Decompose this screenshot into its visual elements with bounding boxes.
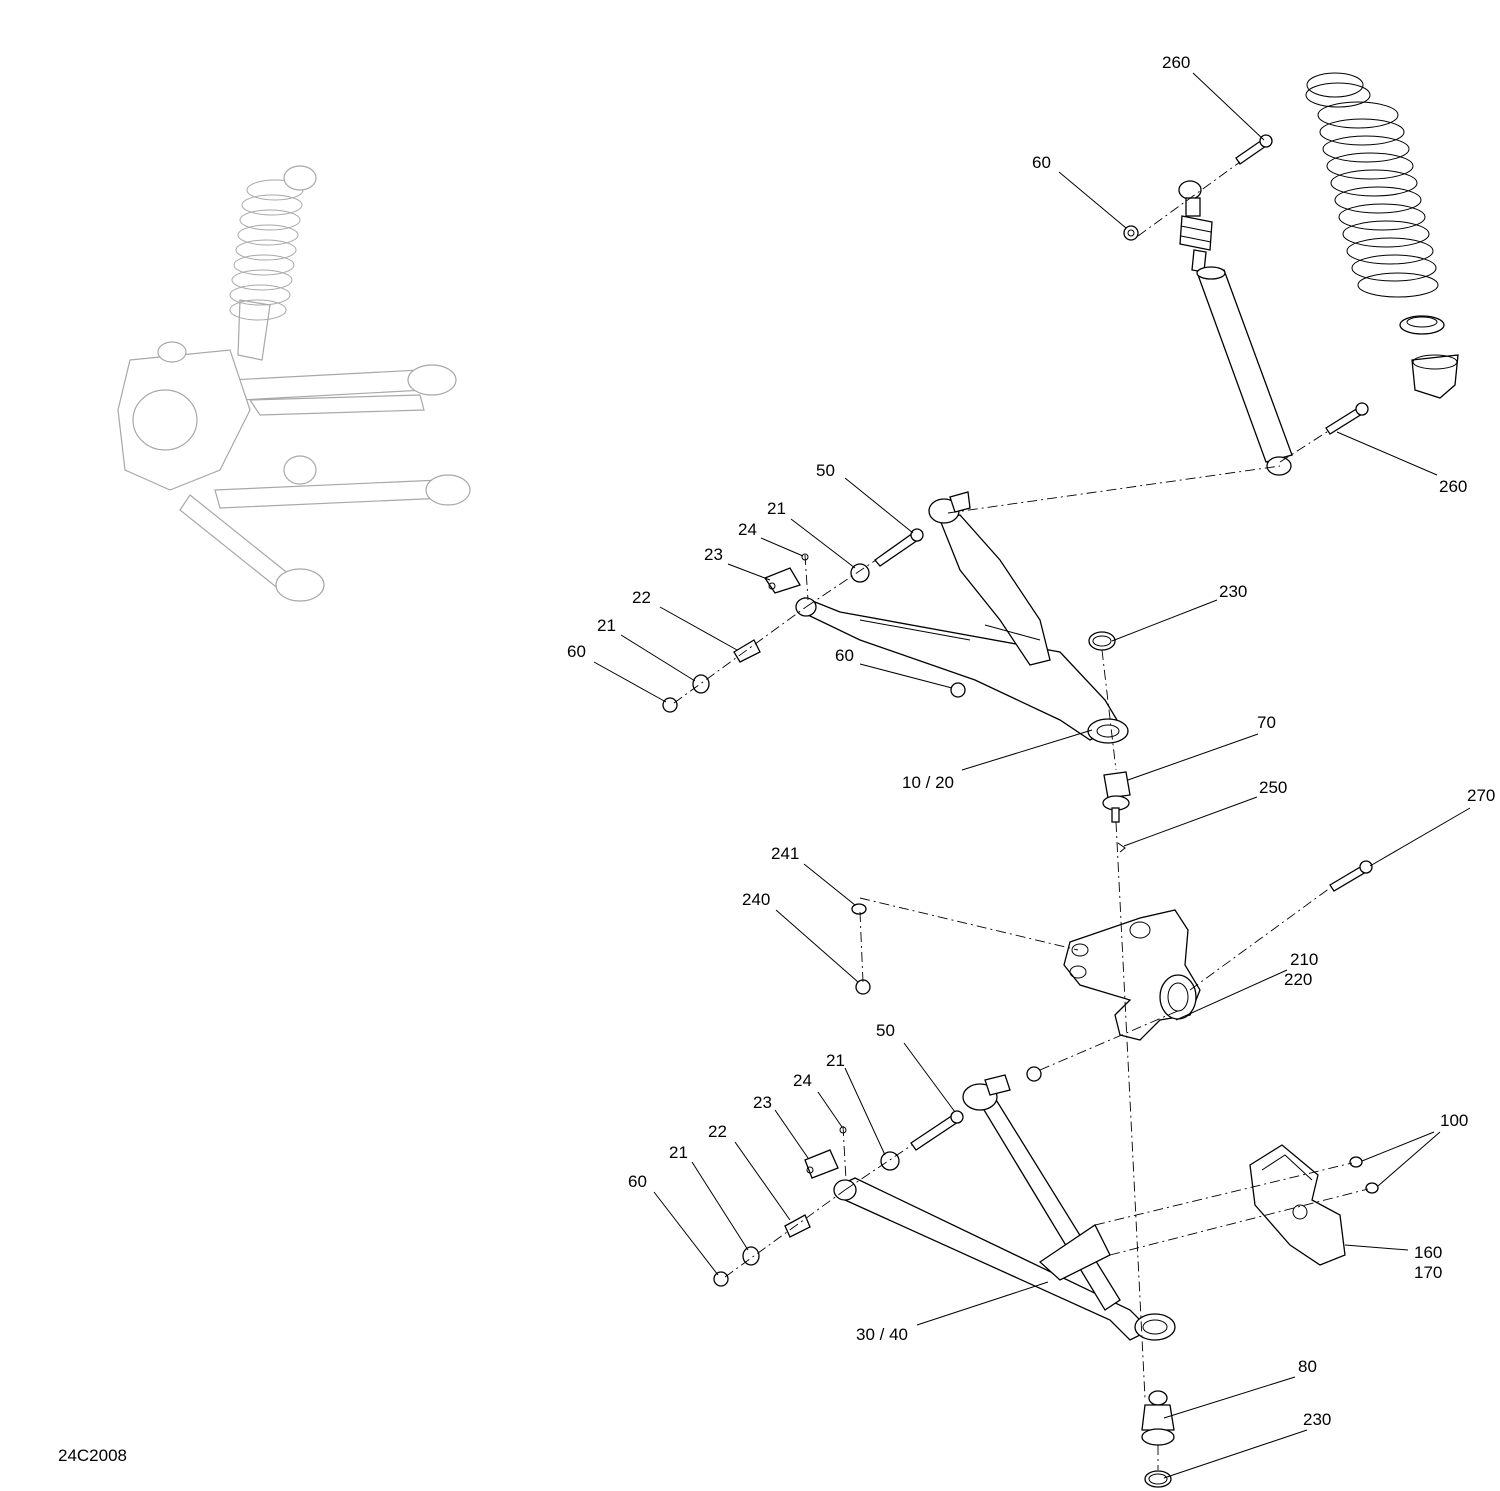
callout-22-upper: 22 [632,588,651,607]
callout-160: 160 [1414,1243,1442,1262]
bushing-21-upper-b [692,674,710,694]
thumb-lower-arm-rear [179,494,291,591]
thumb-knuckle-top [157,341,187,363]
callout-60-upper-a: 60 [567,642,586,661]
callout-24-upper: 24 [738,520,757,539]
callout-50-lower: 50 [876,1021,895,1040]
callout-10-20: 10 / 20 [902,773,954,792]
nut-60-upper-b [950,682,966,698]
bolt-260-top [1235,134,1273,165]
thumb-shock-top-eye [283,165,317,191]
callout-260-right: 260 [1439,477,1467,496]
bolt-50-upper [874,528,924,567]
knuckle-210-220 [1063,909,1201,1041]
callout-60-upper-b: 60 [835,646,854,665]
thumb-shock-body [237,299,271,361]
callout-270: 270 [1467,786,1495,805]
thumb-hub [132,389,198,451]
nut-60-lower [713,1271,729,1287]
thumb-spring [229,179,304,321]
callout-210: 210 [1290,950,1318,969]
nut-60-shock [1123,225,1139,241]
thumb-upper-arm-rear [248,394,425,416]
bolt-260-right [1325,402,1369,435]
lower-a-arm [833,1074,1176,1341]
washer-241 [851,903,867,915]
bracket-23-upper [764,567,801,594]
sleeve-22-upper [733,639,761,663]
callout-21-upper-b: 21 [597,616,616,635]
callout-21-lower-a: 21 [826,1051,845,1070]
thumb-lower-bushing-a [425,474,471,506]
thumb-lower-mount [283,455,317,485]
assembly-overview-thumbnail [117,165,471,602]
shock-absorber [1178,180,1293,476]
nut-240 [855,979,871,995]
callout-23-upper: 23 [704,545,723,564]
leader-lines [593,72,1471,1479]
assembly-lines [673,161,1369,1470]
callout-60-shock: 60 [1032,153,1051,172]
callout-24-lower: 24 [793,1071,812,1090]
clip-250 [1117,842,1126,853]
thumb-lower-arm-front [214,479,446,509]
ring-230-lower [1144,1470,1172,1488]
callout-230-lower: 230 [1303,1410,1331,1429]
bolt-270 [1329,860,1373,892]
bracket-23-lower [804,1149,839,1179]
callout-220: 220 [1284,970,1312,989]
nut-60-knuckle [1026,1066,1042,1082]
ring-230-upper [1088,631,1116,651]
callout-230-upper: 230 [1219,582,1247,601]
thumb-upper-bushing [407,364,457,396]
sleeve-22-lower [784,1214,811,1238]
callout-241: 241 [771,844,799,863]
callout-23-lower: 23 [753,1093,772,1112]
callout-100: 100 [1440,1111,1468,1130]
bushing-21-upper-a [850,563,870,583]
skid-plate-160-170 [1249,1144,1346,1266]
callout-50-upper: 50 [816,461,835,480]
screw-100-a [1349,1156,1363,1168]
callout-260-top: 260 [1162,53,1190,72]
nut-60-upper-a [662,697,678,713]
callout-21-upper-a: 21 [767,499,786,518]
callout-240: 240 [742,890,770,909]
bolt-50-lower [910,1110,964,1151]
callout-250: 250 [1259,778,1287,797]
reference-code: 24C2008 [58,1446,127,1465]
ball-joint-80 [1141,1390,1175,1446]
callout-22-lower: 22 [708,1122,727,1141]
callout-labels: 260 60 260 50 21 24 23 22 21 60 60 230 1… [58,53,1495,1465]
callout-21-lower-b: 21 [669,1143,688,1162]
callout-170: 170 [1414,1263,1442,1282]
coil-spring [1305,72,1459,399]
callout-80: 80 [1298,1357,1317,1376]
thumb-lower-bushing-b [275,568,325,602]
callout-70: 70 [1257,713,1276,732]
upper-a-arm [795,491,1129,744]
ball-joint-70 [1102,771,1131,823]
callout-30-40: 30 / 40 [856,1325,908,1344]
screw-100-b [1365,1182,1379,1194]
bushing-21-lower-a [880,1151,900,1171]
callout-60-lower: 60 [628,1172,647,1191]
